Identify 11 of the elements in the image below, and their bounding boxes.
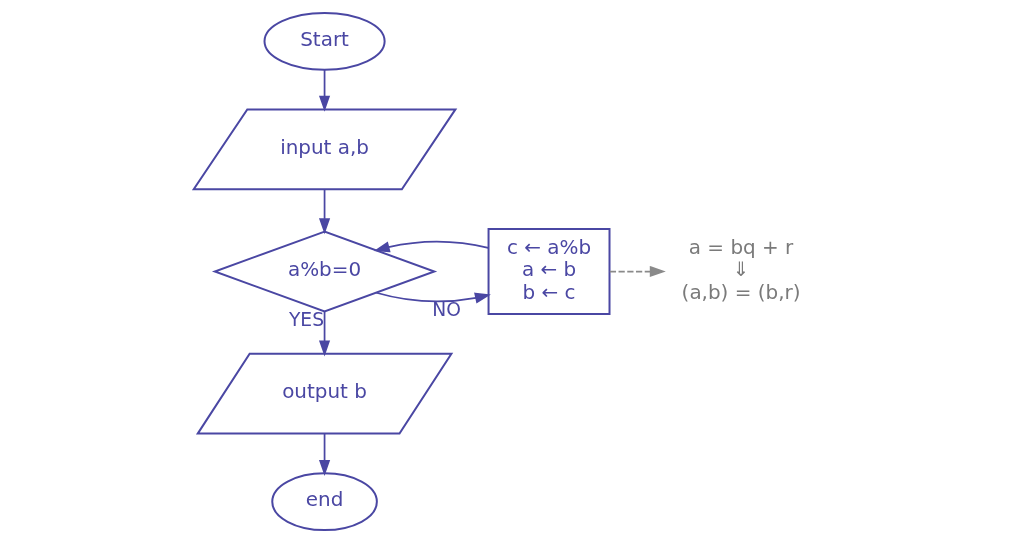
arrow <box>373 240 489 253</box>
node-ellipse: end <box>270 472 378 532</box>
node-box: c ← a%b a ← b b ← c <box>487 228 610 315</box>
arrow <box>318 68 330 112</box>
arrow <box>318 432 330 476</box>
arrow <box>608 265 666 278</box>
arrow <box>374 291 491 304</box>
arrow <box>318 188 330 235</box>
arrow <box>318 310 330 357</box>
node-ellipse: Start <box>263 11 386 71</box>
node-text: a = bq + r ⇓ (a,b) = (b,r) <box>681 234 801 304</box>
